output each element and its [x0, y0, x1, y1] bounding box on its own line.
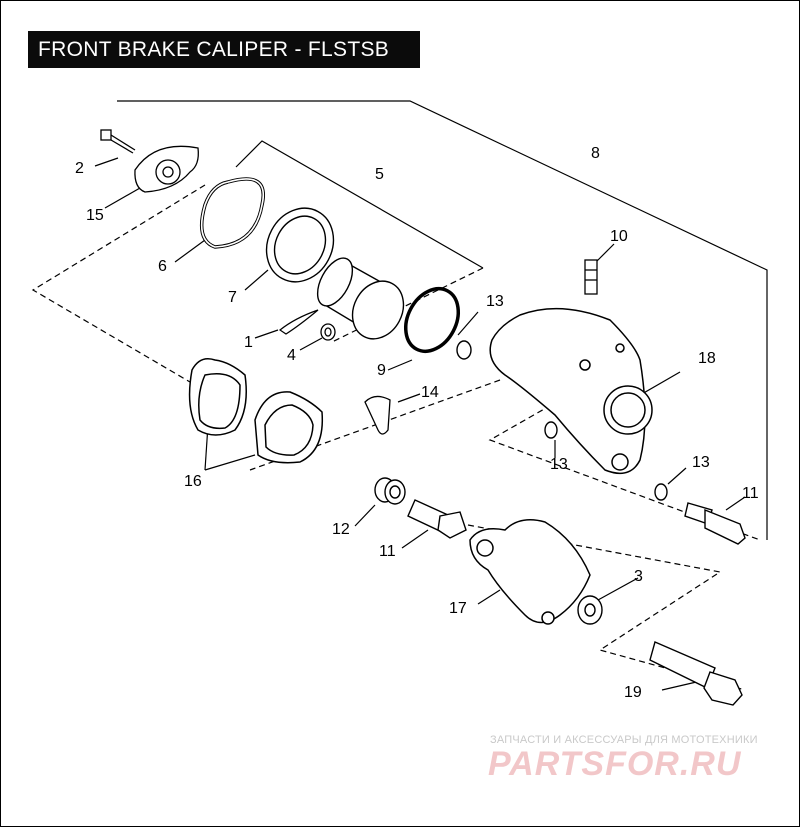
callout-17: 17 [449, 600, 467, 617]
part-15-shield-plate [134, 145, 199, 193]
callout-11-left: 11 [379, 543, 396, 560]
callout-9: 9 [377, 362, 386, 379]
callout-5: 5 [375, 166, 384, 183]
part-13-o-ring-middle [544, 421, 558, 439]
part-9-seal-ring [403, 287, 461, 353]
callout-13-middle: 13 [550, 456, 568, 473]
callout-11-right: 11 [742, 485, 759, 502]
callout-13-upper: 13 [486, 293, 504, 310]
callout-6: 6 [158, 258, 167, 275]
callout-3: 3 [634, 568, 643, 585]
bracket-5 [235, 140, 484, 269]
part-1-clip [278, 309, 319, 335]
part-11-pin-left [407, 499, 467, 539]
part-16-brake-pads [188, 358, 324, 464]
callout-1: 1 [244, 334, 253, 351]
part-19-bolt [649, 641, 743, 706]
assembly-dashed-lines [31, 184, 761, 691]
callout-19: 19 [624, 684, 642, 701]
part-5-piston [316, 257, 405, 340]
callout-8: 8 [591, 145, 600, 162]
callout-16: 16 [184, 473, 202, 490]
callout-18: 18 [698, 350, 716, 367]
callout-12: 12 [332, 521, 350, 538]
part-3-washer [577, 595, 603, 625]
bracket-8 [117, 100, 768, 540]
callout-7: 7 [228, 289, 237, 306]
part-13-o-ring-right [654, 483, 668, 501]
part-11-pin-right [684, 502, 746, 545]
part-6-retaining-ring [199, 177, 265, 249]
part-18-caliper-body [489, 307, 653, 475]
part-2-bolt [100, 129, 136, 154]
part-10-bleeder [584, 259, 598, 295]
part-4-washer [320, 323, 336, 341]
watermark-subtitle: ЗАПЧАСТИ И АКСЕССУАРЫ ДЛЯ МОТОТЕХНИКИ [490, 734, 758, 746]
diagram-title: FRONT BRAKE CALIPER - FLSTSB [28, 31, 420, 68]
callout-10: 10 [610, 228, 628, 245]
callout-2: 2 [75, 160, 84, 177]
callout-15: 15 [86, 207, 104, 224]
part-13-o-ring-upper [456, 340, 472, 360]
callout-13-right: 13 [692, 454, 710, 471]
part-14-pad-clip [364, 395, 391, 435]
callout-4: 4 [287, 347, 296, 364]
part-12-bushing [374, 477, 406, 505]
callout-14: 14 [421, 384, 439, 401]
part-17-mounting-bracket [469, 519, 591, 625]
leader-lines [94, 157, 746, 691]
part-7-boot [265, 207, 335, 283]
watermark-logo: PARTSFOR.RU [488, 745, 742, 783]
